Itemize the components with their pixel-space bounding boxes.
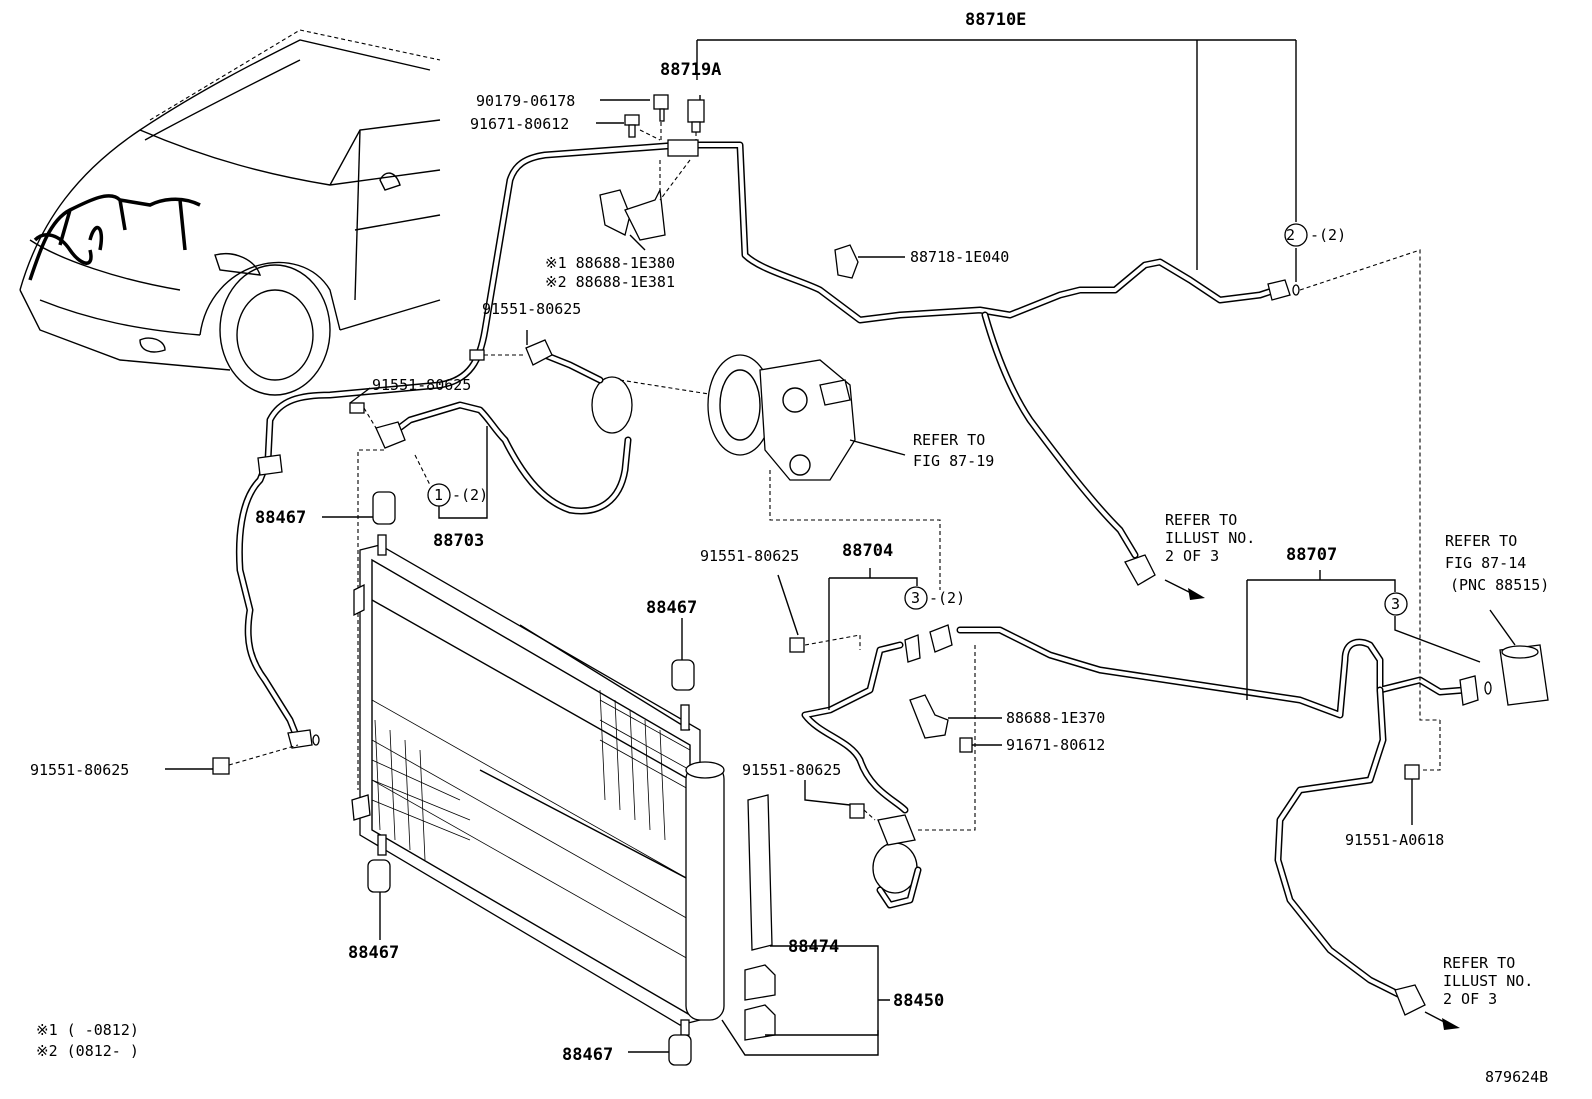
label-88467-a: 88467 bbox=[255, 508, 306, 528]
label-91551-80625-c: 91551-80625 bbox=[700, 547, 799, 565]
label-88719A: 88719A bbox=[660, 60, 721, 80]
callout-circles bbox=[427, 223, 1408, 616]
desiccant-88474 bbox=[721, 794, 890, 1056]
label-88467-d: 88467 bbox=[562, 1045, 613, 1065]
hose-88704 bbox=[789, 568, 976, 909]
label-88467-c: 88467 bbox=[348, 943, 399, 963]
label-refer-illust-a-line1: REFER TO bbox=[1165, 511, 1237, 529]
expansion-valve bbox=[1299, 249, 1549, 721]
label-refer-fig-87-19-line2: FIG 87-19 bbox=[913, 452, 994, 470]
label-91551-A0618: 91551-A0618 bbox=[1345, 831, 1444, 849]
circle2-qty: -(2) bbox=[1310, 226, 1346, 244]
footnote-2: ※2 (0812- ) bbox=[36, 1042, 139, 1060]
circle1-qty: -(2) bbox=[452, 486, 488, 504]
pressure-switch-assembly bbox=[596, 94, 705, 251]
misc-leaders bbox=[349, 330, 851, 806]
figure-id: 879624B bbox=[1485, 1068, 1548, 1086]
circle3a-qty: -(2) bbox=[929, 589, 965, 607]
hose-88703 bbox=[349, 339, 716, 790]
label-90179-06178: 90179-06178 bbox=[476, 92, 575, 110]
label-91551-80625-b: 91551-80625 bbox=[372, 376, 471, 394]
grommets-88467 bbox=[322, 491, 695, 1066]
label-88688-1E370: 88688-1E370 bbox=[1006, 709, 1105, 727]
label-refer-fig-87-19-line1: REFER TO bbox=[913, 431, 985, 449]
pipe-88710E bbox=[235, 141, 1300, 749]
label-ast2-88688-1E381: ※2 88688-1E381 bbox=[545, 273, 675, 291]
label-88710E: 88710E bbox=[965, 10, 1026, 30]
bracket-88688-1E370 bbox=[165, 694, 1441, 825]
label-88707: 88707 bbox=[1286, 545, 1337, 565]
label-refer-fig-87-14-line2: FIG 87-14 bbox=[1445, 554, 1526, 572]
label-refer-fig-87-14-line1: REFER TO bbox=[1445, 532, 1517, 550]
leader-88710E bbox=[696, 39, 1297, 282]
circle3b-num: 3 bbox=[1391, 595, 1400, 613]
label-91551-80625-a: 91551-80625 bbox=[482, 300, 581, 318]
label-refer-illust-b-line2: ILLUST NO. bbox=[1443, 972, 1533, 990]
label-88474: 88474 bbox=[788, 937, 839, 957]
label-91551-80625-d: 91551-80625 bbox=[742, 761, 841, 779]
compressor bbox=[707, 354, 941, 590]
circle1-num: 1 bbox=[434, 486, 443, 504]
label-refer-illust-b-line1: REFER TO bbox=[1443, 954, 1515, 972]
vehicle-outline bbox=[19, 29, 441, 396]
label-refer-illust-a-line3: 2 OF 3 bbox=[1165, 547, 1219, 565]
label-91671-80612-mid: 91671-80612 bbox=[1006, 736, 1105, 754]
arrows bbox=[1164, 579, 1460, 1030]
label-88718-1E040: 88718-1E040 bbox=[910, 248, 1009, 266]
label-ast1-88688-1E380: ※1 88688-1E380 bbox=[545, 254, 675, 272]
label-91551-80625-left: 91551-80625 bbox=[30, 761, 129, 779]
label-91671-80612-top: 91671-80612 bbox=[470, 115, 569, 133]
pipe-88707 bbox=[929, 570, 1492, 1016]
circle2-num: 2 bbox=[1286, 226, 1295, 244]
label-refer-illust-a-line2: ILLUST NO. bbox=[1165, 529, 1255, 547]
label-refer-illust-b-line3: 2 OF 3 bbox=[1443, 990, 1497, 1008]
footnote-1: ※1 ( -0812) bbox=[36, 1021, 139, 1039]
clamp-88718 bbox=[834, 244, 905, 279]
condenser bbox=[351, 534, 725, 1036]
label-refer-fig-87-14-line3: (PNC 88515) bbox=[1450, 576, 1549, 594]
circle3a-num: 3 bbox=[911, 589, 920, 607]
label-88467-b: 88467 bbox=[646, 598, 697, 618]
label-88450: 88450 bbox=[893, 991, 944, 1011]
label-88704: 88704 bbox=[842, 541, 893, 561]
label-88703: 88703 bbox=[433, 531, 484, 551]
